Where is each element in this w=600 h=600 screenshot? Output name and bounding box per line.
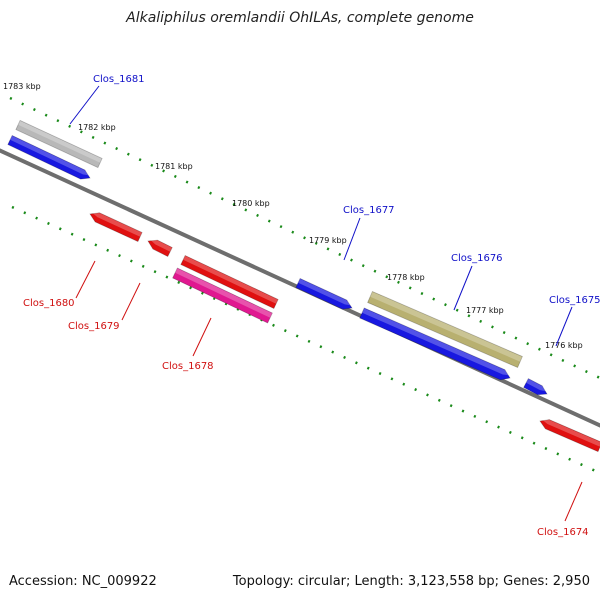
upper-tick-track [9,96,600,380]
kbp-label: 1777 kbp [466,306,504,315]
gene-label-connector [69,85,100,125]
kbp-label: 1783 kbp [3,82,41,91]
topology-text: Topology: circular; Length: 3,123,558 bp… [232,574,590,589]
gene-label-connector [192,317,212,357]
gene-label-group: Clos_1681Clos_1677Clos_1676Clos_1675Clos… [23,74,600,538]
gene-feature-clos-1678[interactable] [172,267,273,324]
accession-text: Accession: NC_009922 [9,574,157,589]
gene-label[interactable]: Clos_1674 [537,527,589,538]
kbp-label: 1782 kbp [78,123,116,132]
gene-label[interactable]: Clos_1679 [68,321,120,332]
gene-label-connector [453,265,473,311]
gene-label-connector [75,260,96,299]
gene-feature-clos-1677[interactable] [295,277,354,312]
gene-label-connector [555,306,573,347]
gene-label-connector [343,217,361,261]
kbp-label: 1780 kbp [232,199,270,208]
gene-label[interactable]: Clos_1675 [549,295,600,306]
gene-label[interactable]: Clos_1681 [93,74,145,85]
gene-feature[interactable] [359,307,512,383]
map-title: Alkaliphilus oremlandii OhILAs, complete… [126,10,474,26]
gene-feature-clos-1676[interactable] [367,290,523,369]
gene-feature-clos-1680[interactable] [88,209,143,243]
gene-label[interactable]: Clos_1680 [23,298,75,309]
gene-label[interactable]: Clos_1677 [343,205,395,216]
kbp-label: 1779 kbp [309,236,347,245]
kbp-label: 1781 kbp [155,162,193,171]
gene-feature-clos-1679[interactable] [146,237,173,258]
gene-label[interactable]: Clos_1676 [451,253,503,264]
lower-tick-track [11,205,600,475]
kbp-label: 1776 kbp [545,341,583,350]
gene-feature[interactable] [180,254,279,310]
gene-feature-group [7,119,600,453]
gene-feature-clos-1675[interactable] [523,378,550,399]
gene-feature-clos-1674[interactable] [538,416,600,453]
kbp-label-group: 1783 kbp 1782 kbp 1781 kbp 1780 kbp 1779 kbp… [3,82,583,350]
gene-feature[interactable] [7,134,92,182]
gene-feature-clos-1681[interactable] [15,119,103,169]
gene-label-connector [564,481,583,522]
gene-label-connector [121,282,141,321]
gene-label[interactable]: Clos_1678 [162,361,214,372]
kbp-label: 1778 kbp [387,273,425,282]
